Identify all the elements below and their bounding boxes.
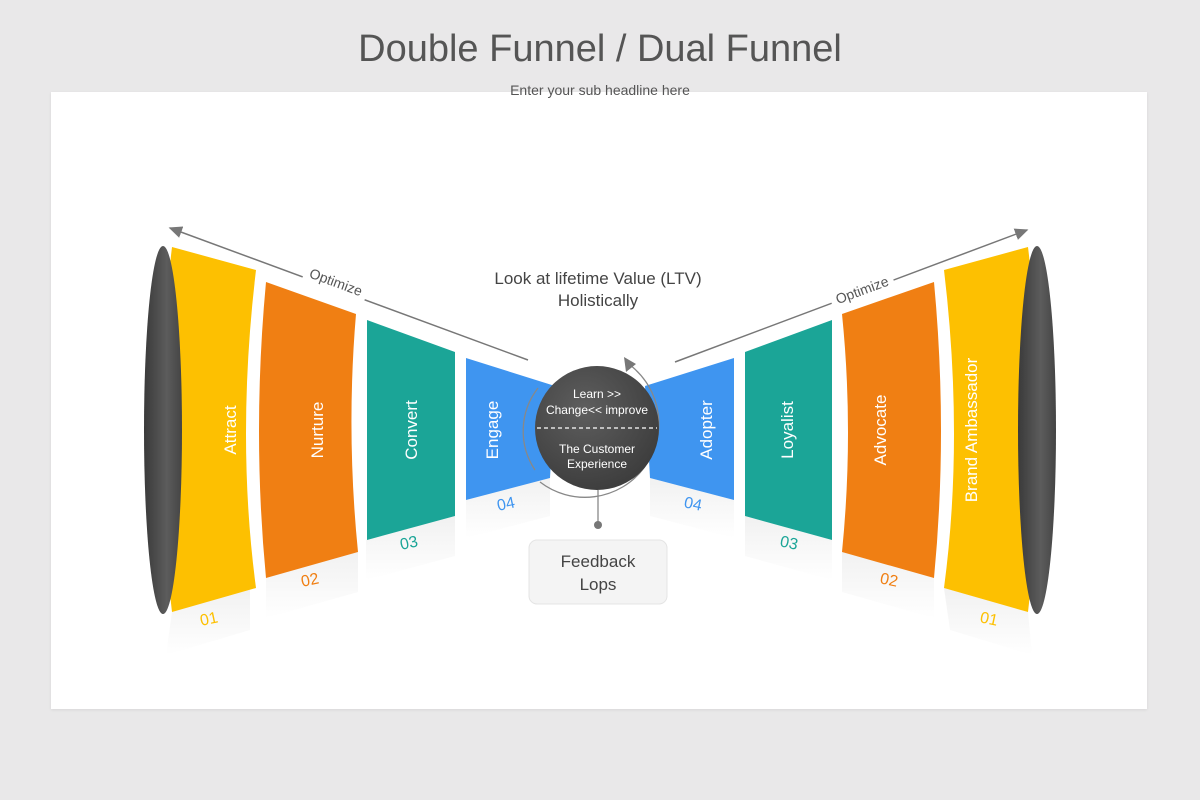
ltv-line1: Look at lifetime Value (LTV): [494, 269, 701, 288]
left-label-nurture: Nurture: [308, 402, 327, 459]
left-segment-convert: [367, 320, 455, 540]
right-segment-advocate: [842, 282, 941, 578]
right-refl-4: [650, 478, 734, 538]
feedback-line1: Feedback: [561, 552, 636, 571]
right-label-advocate: Advocate: [871, 395, 890, 466]
circle-top-line1: Learn >>: [573, 387, 621, 401]
left-segment-nurture: [259, 282, 358, 578]
feedback-connector-dot: [594, 521, 602, 529]
right-refl-1: [944, 588, 1032, 655]
right-refl-3: [745, 516, 832, 580]
left-label-convert: Convert: [402, 400, 421, 460]
feedback-box-bg: [528, 539, 668, 605]
left-optimize-label-bg: [301, 261, 371, 303]
right-segment-loyalist: [745, 320, 832, 540]
right-label-adopter: Adopter: [697, 400, 716, 460]
left-refl-3: [366, 516, 455, 580]
left-optimize-label: Optimize: [307, 265, 365, 299]
right-number-04: 04: [682, 494, 703, 514]
circle-bottom-line2: Experience: [567, 457, 627, 471]
left-label-attract: Attract: [221, 405, 240, 454]
page-subtitle: Enter your sub headline here: [510, 82, 690, 98]
page-title: Double Funnel / Dual Funnel: [358, 28, 842, 70]
right-optimize-label-bg: [827, 269, 897, 311]
feedback-box: Feedback Lops: [528, 539, 668, 605]
left-label-engage: Engage: [483, 401, 502, 460]
left-refl-1: [166, 588, 250, 655]
left-funnel: Attract Nurture Convert Engage 01 02 03 …: [144, 246, 555, 655]
right-number-03: 03: [778, 533, 799, 553]
cycle-ring-arc-left: [522, 387, 539, 471]
ltv-line2: Holistically: [558, 291, 639, 310]
left-number-04: 04: [496, 494, 517, 514]
feedback-line2: Lops: [580, 575, 617, 594]
right-number-02: 02: [878, 570, 899, 590]
right-number-01: 01: [978, 609, 999, 629]
right-funnel: Adopter Loyalist Advocate Brand Ambassad…: [645, 246, 1056, 655]
left-refl-2: [266, 552, 358, 618]
left-number-02: 02: [300, 570, 321, 590]
left-segment-attract: [161, 247, 256, 612]
left-number-03: 03: [399, 533, 420, 553]
left-refl-4: [466, 478, 550, 538]
right-segment-brand-ambassador: [944, 247, 1039, 612]
right-label-brand-ambassador: Brand Ambassador: [962, 357, 981, 502]
right-funnel-mouth: [1018, 246, 1056, 614]
right-segment-adopter: [645, 358, 734, 500]
left-segment-engage: [466, 358, 555, 500]
center-cycle: Learn >> Change<< improve The Customer E…: [522, 357, 660, 529]
circle-top-line2: Change<< improve: [546, 403, 648, 417]
cycle-ring-arrow: [624, 357, 636, 372]
left-number-01: 01: [199, 609, 220, 629]
right-label-loyalist: Loyalist: [778, 401, 797, 459]
circle-bottom-line1: The Customer: [559, 442, 635, 456]
left-funnel-mouth: [144, 246, 182, 614]
right-refl-2: [842, 552, 934, 618]
